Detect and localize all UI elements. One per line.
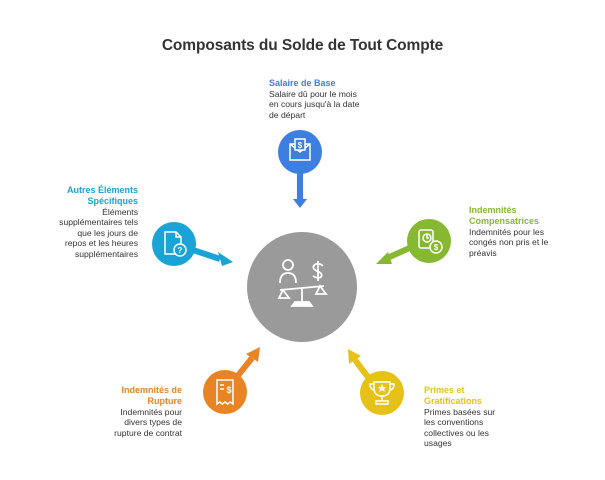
label-primes-desc: Primes basées sur les conventions collec… xyxy=(424,407,496,449)
diagram-title: Composants du Solde de Tout Compte xyxy=(161,37,444,54)
node-indemnites-rupture: $ xyxy=(203,370,247,414)
label-indemnites-comp-title: Indemnités Compensatrices xyxy=(469,205,540,226)
dollar-icon xyxy=(312,261,324,281)
scale-icon xyxy=(277,284,328,307)
svg-text:?: ? xyxy=(178,246,183,255)
arrow-indemnites-comp xyxy=(376,243,416,264)
document-question-icon: ? xyxy=(164,231,187,257)
center-hub xyxy=(247,232,357,342)
label-indemnites-rupture: Indemnités de Rupture Indemnités pour di… xyxy=(108,385,182,438)
clock-dollar-icon: $ xyxy=(418,229,443,254)
trophy-icon xyxy=(369,381,395,405)
label-indemnites-rupture-desc: Indemnités pour divers types de rupture … xyxy=(114,407,182,438)
person-icon xyxy=(279,259,297,284)
label-indemnites-rupture-title: Indemnités de Rupture xyxy=(121,385,182,406)
label-salaire-title: Salaire de Base xyxy=(269,78,336,88)
svg-text:$: $ xyxy=(434,243,439,252)
arrow-primes xyxy=(348,349,374,383)
node-salaire: $ xyxy=(278,130,322,174)
svg-text:$: $ xyxy=(226,385,231,395)
arrow-autres xyxy=(192,247,233,266)
label-autres: Autres Éléments Spécifiques Éléments sup… xyxy=(56,185,138,259)
label-indemnites-comp-desc: Indemnités pour les congés non pris et l… xyxy=(469,227,549,258)
arrow-indemnites-rupture xyxy=(233,347,260,380)
receipt-dollar-icon: $ xyxy=(216,379,234,406)
node-indemnites-comp: $ xyxy=(407,219,451,263)
envelope-dollar-icon: $ xyxy=(289,138,311,161)
label-autres-title: Autres Éléments Spécifiques xyxy=(66,185,138,206)
label-autres-desc: Éléments supplémentaires tels que les jo… xyxy=(59,207,138,259)
label-indemnites-comp: Indemnités Compensatrices Indemnités pou… xyxy=(469,205,557,258)
svg-text:$: $ xyxy=(298,141,303,150)
label-primes: Primes et Gratifications Primes basées s… xyxy=(424,385,504,449)
node-primes xyxy=(360,371,404,415)
label-salaire-desc: Salaire dû pour le mois en cours jusqu'à… xyxy=(269,89,360,120)
label-primes-title: Primes et Gratifications xyxy=(424,385,483,406)
label-salaire: Salaire de Base Salaire dû pour le mois … xyxy=(269,78,361,120)
node-autres: ? xyxy=(152,222,196,266)
